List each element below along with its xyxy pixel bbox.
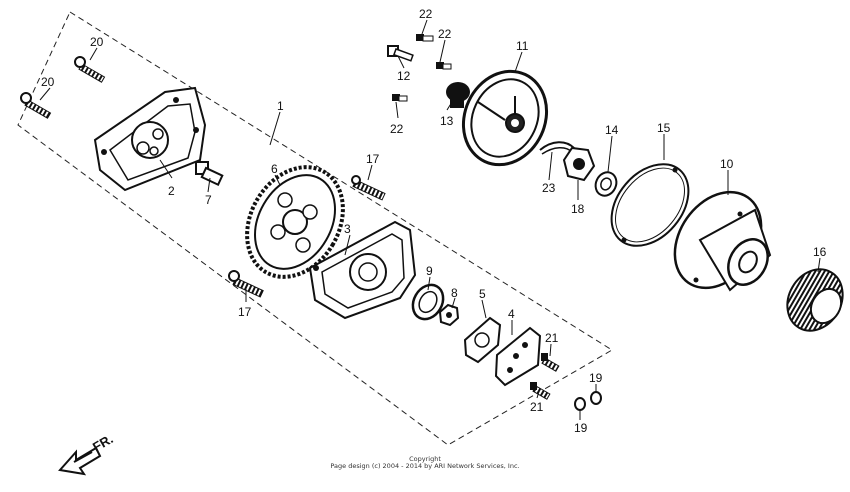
callout-22-top: 22 bbox=[419, 7, 433, 21]
callout-2: 2 bbox=[168, 184, 175, 198]
callout-21-upper: 21 bbox=[545, 331, 559, 345]
part-14-washer[interactable] bbox=[592, 169, 620, 199]
part-16-drive-gear[interactable] bbox=[776, 259, 850, 340]
part-22-bolt-top[interactable] bbox=[416, 34, 434, 42]
copyright-title: Copyright bbox=[409, 455, 441, 463]
part-22-bolt-middle[interactable] bbox=[436, 62, 452, 70]
callout-17-upper: 17 bbox=[366, 152, 380, 166]
callout-16: 16 bbox=[813, 245, 827, 259]
part-17-bolt-lower[interactable] bbox=[228, 270, 264, 298]
part-19-washer-a[interactable] bbox=[574, 397, 586, 411]
callout-5: 5 bbox=[479, 287, 486, 301]
callout-7: 7 bbox=[205, 193, 212, 207]
part-13-cap[interactable] bbox=[446, 82, 470, 108]
copyright-text: Page design (c) 2004 - 2014 by ARI Netwo… bbox=[330, 462, 520, 470]
callout-20-upper: 20 bbox=[90, 35, 104, 49]
leader-lines bbox=[39, 19, 821, 420]
part-17-bolt-upper[interactable] bbox=[351, 175, 386, 201]
part-5-gasket[interactable] bbox=[463, 316, 502, 364]
callout-14: 14 bbox=[605, 123, 619, 137]
callout-23: 23 bbox=[542, 181, 556, 195]
assembly-boundary bbox=[17, 11, 613, 446]
callout-15: 15 bbox=[657, 121, 671, 135]
part-15-gasket[interactable] bbox=[596, 149, 704, 261]
part-20-bolt-upper[interactable] bbox=[74, 56, 106, 83]
callout-19-lower: 19 bbox=[574, 421, 588, 435]
callout-20-lower: 20 bbox=[41, 75, 55, 89]
callout-22-middle: 22 bbox=[438, 27, 452, 41]
part-21-screw-upper[interactable] bbox=[541, 353, 560, 372]
callout-3: 3 bbox=[344, 222, 351, 236]
forward-arrow-icon bbox=[58, 446, 102, 476]
callout-12: 12 bbox=[397, 69, 411, 83]
callout-18: 18 bbox=[571, 202, 585, 216]
part-18-nut[interactable] bbox=[562, 146, 596, 182]
part-8-inner-rotor[interactable] bbox=[438, 303, 460, 327]
callout-19-upper: 19 bbox=[589, 371, 603, 385]
callout-13: 13 bbox=[440, 114, 454, 128]
callout-9: 9 bbox=[426, 264, 433, 278]
callout-labels: 1 2 3 4 5 6 7 8 9 10 11 12 13 14 15 16 1… bbox=[41, 7, 827, 435]
part-6-gear[interactable] bbox=[228, 150, 362, 294]
part-10-housing[interactable] bbox=[657, 176, 779, 305]
callout-17-lower: 17 bbox=[238, 305, 252, 319]
callout-11: 11 bbox=[516, 39, 529, 53]
part-19-washer-b[interactable] bbox=[590, 391, 602, 405]
part-4-plate[interactable] bbox=[494, 326, 542, 387]
part-2-pump-cover[interactable] bbox=[93, 86, 207, 192]
callout-8: 8 bbox=[451, 286, 458, 300]
part-9-outer-rotor[interactable] bbox=[407, 279, 449, 324]
part-12-bolt[interactable] bbox=[387, 45, 414, 62]
callout-22-bottom: 22 bbox=[390, 122, 404, 136]
part-20-bolt-lower[interactable] bbox=[20, 92, 52, 119]
callout-10: 10 bbox=[720, 157, 734, 171]
part-3-pump-body[interactable] bbox=[308, 220, 417, 320]
callout-1: 1 bbox=[277, 99, 284, 113]
callout-21-lower: 21 bbox=[530, 400, 544, 414]
part-21-screw-lower[interactable] bbox=[530, 382, 551, 400]
callout-4: 4 bbox=[508, 307, 515, 321]
part-11-clutch-outer[interactable] bbox=[448, 58, 561, 179]
part-22-bolt-bottom[interactable] bbox=[392, 94, 408, 102]
callout-6: 6 bbox=[271, 162, 278, 176]
